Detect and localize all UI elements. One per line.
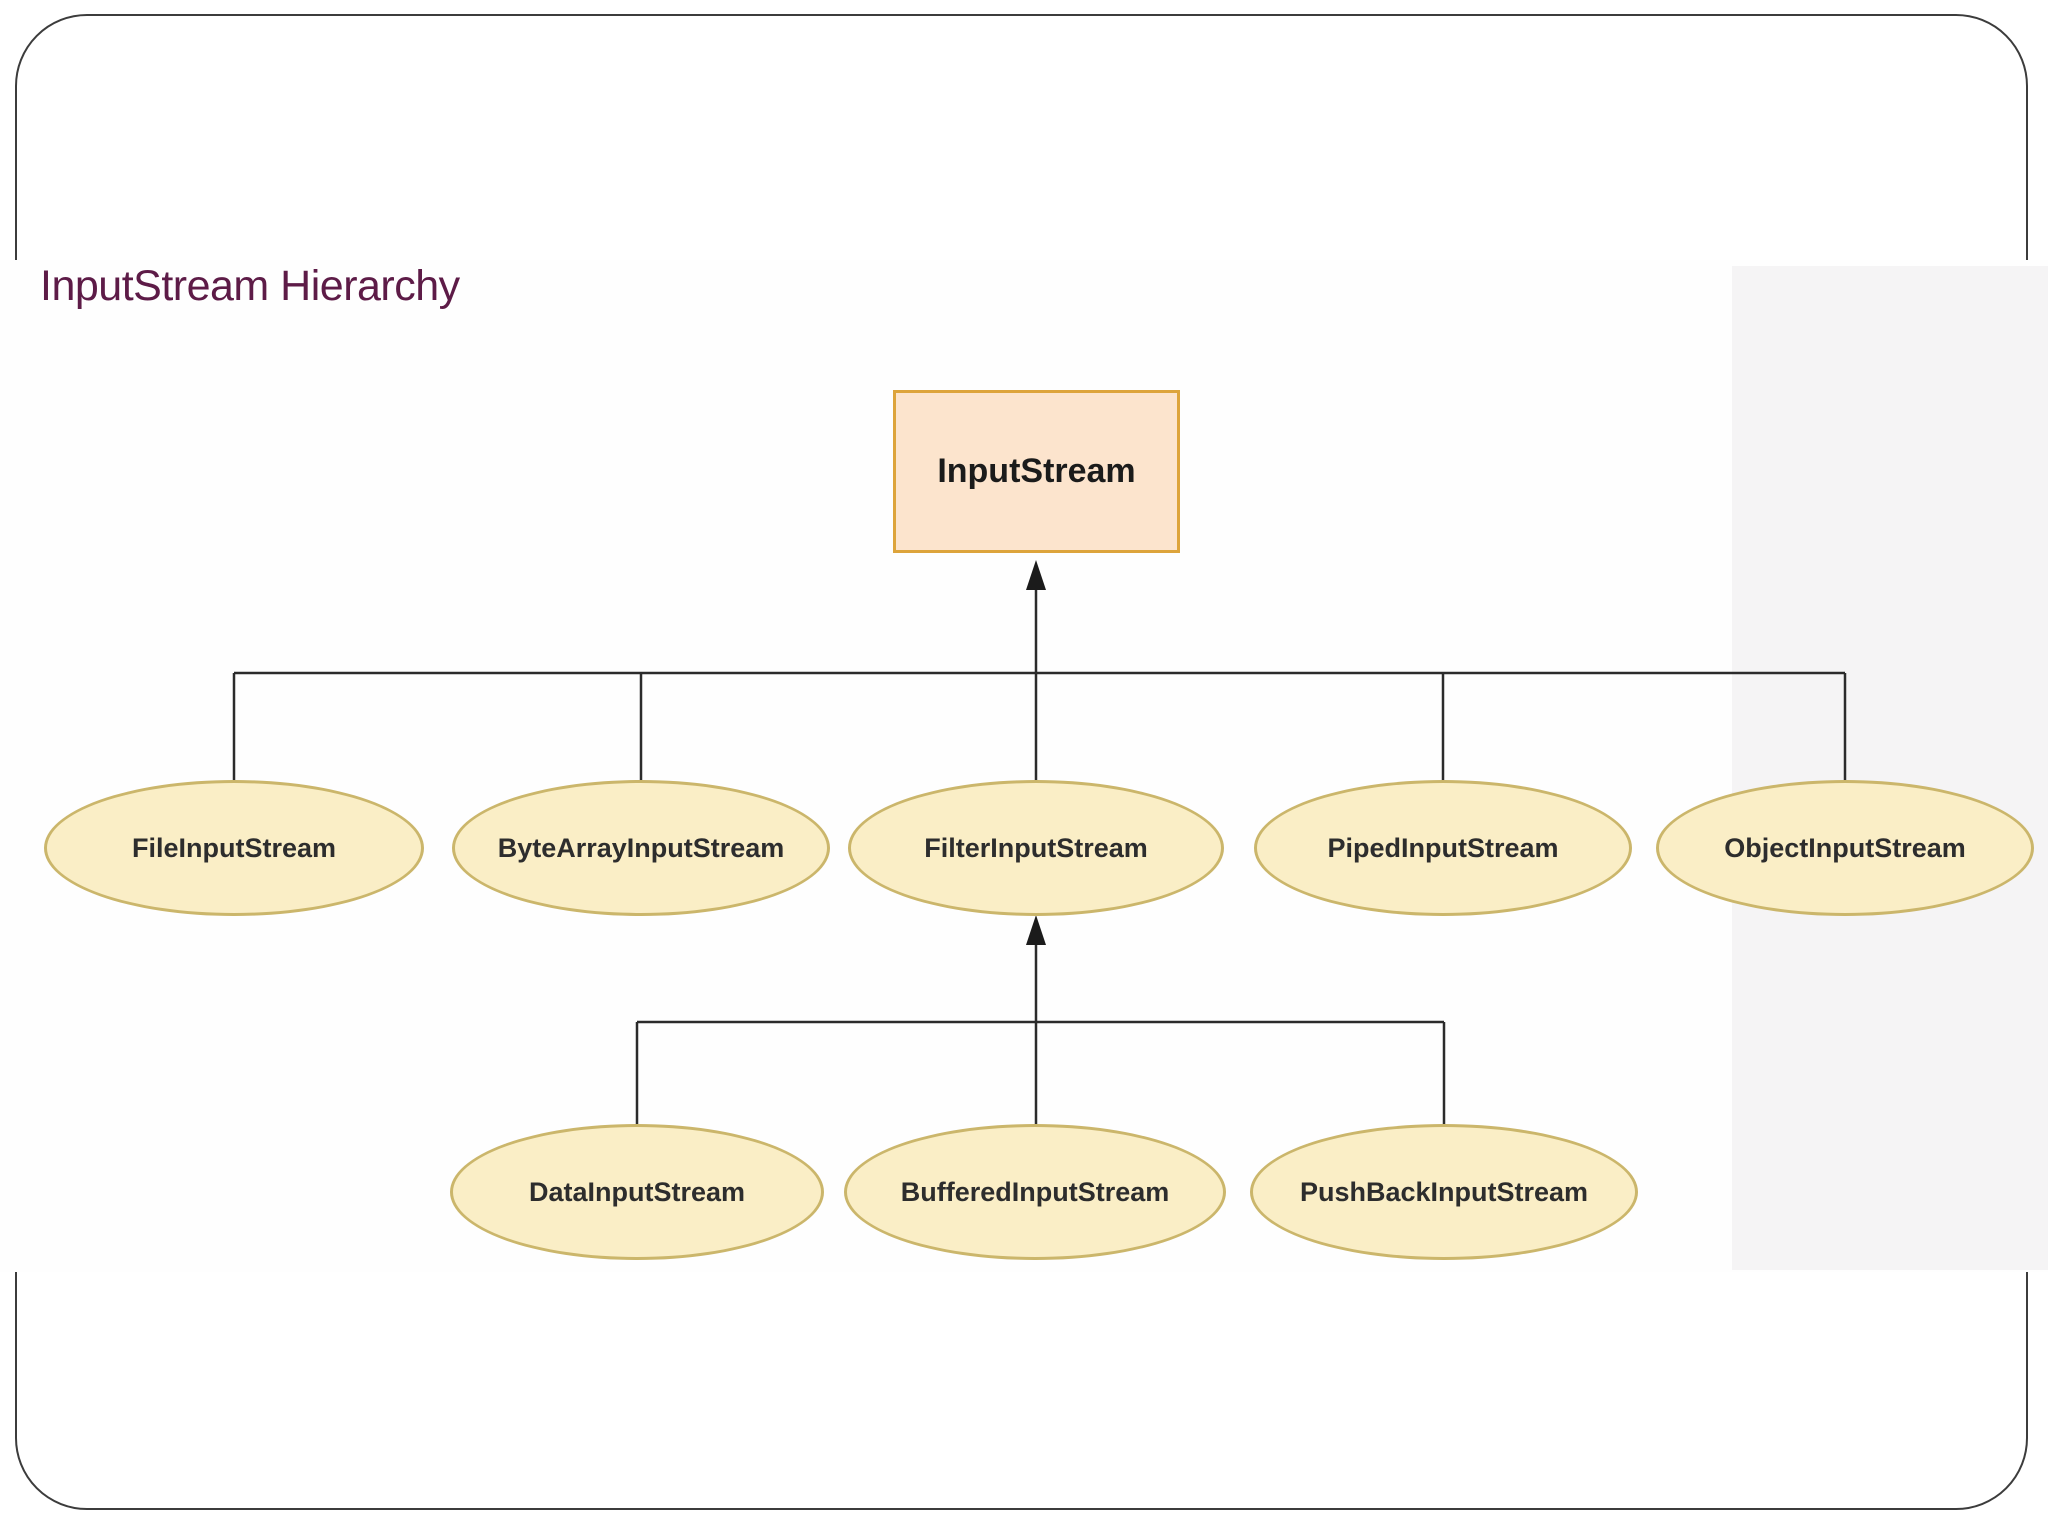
node-bytearrayinputstream: ByteArrayInputStream <box>452 780 830 916</box>
node-fileinputstream: FileInputStream <box>44 780 424 916</box>
connector-lines <box>232 560 1847 1124</box>
node-bufferedinputstream: BufferedInputStream <box>844 1124 1226 1260</box>
node-objectinputstream: ObjectInputStream <box>1656 780 2034 916</box>
page-title: InputStream Hierarchy <box>40 262 460 310</box>
arrowhead-to-filterinputstream <box>1026 915 1046 945</box>
node-pushbackinputstream: PushBackInputStream <box>1250 1124 1638 1260</box>
diagram-canvas: InputStream Hierarchy <box>0 260 2048 1272</box>
node-pushbackinputstream-label: PushBackInputStream <box>1299 1176 1589 1207</box>
node-datainputstream: DataInputStream <box>450 1124 824 1260</box>
node-objectinputstream-label: ObjectInputStream <box>1724 832 1966 863</box>
node-bytearrayinputstream-label: ByteArrayInputStream <box>497 832 785 863</box>
arrowhead-to-inputstream <box>1026 560 1046 590</box>
node-datainputstream-label: DataInputStream <box>528 1176 746 1207</box>
node-pipedinputstream-label: PipedInputStream <box>1327 832 1559 863</box>
node-bufferedinputstream-label: BufferedInputStream <box>900 1176 1170 1207</box>
node-fileinputstream-label: FileInputStream <box>131 832 337 863</box>
node-inputstream: InputStream <box>893 390 1180 553</box>
node-filterinputstream: FilterInputStream <box>848 780 1224 916</box>
node-inputstream-label: InputStream <box>937 452 1136 490</box>
node-pipedinputstream: PipedInputStream <box>1254 780 1632 916</box>
node-filterinputstream-label: FilterInputStream <box>924 832 1148 863</box>
right-gray-band <box>1732 266 2048 1270</box>
